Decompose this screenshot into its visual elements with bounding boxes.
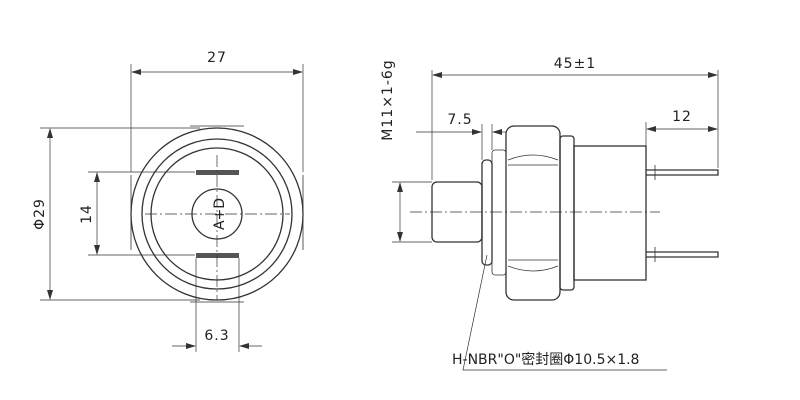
dim-thread-length-label: 7.5 bbox=[447, 112, 472, 128]
terminal-bottom bbox=[196, 253, 239, 258]
seal-leader-line bbox=[462, 254, 667, 371]
dim-width-label: 27 bbox=[207, 50, 227, 66]
hex-nut-facets bbox=[507, 154, 559, 272]
sensor-body bbox=[573, 145, 647, 281]
dim-diameter-label: Φ29 bbox=[32, 198, 48, 230]
terminal-pins bbox=[646, 169, 719, 258]
hex-nut bbox=[505, 125, 561, 301]
dim-pin-spacing-label: 14 bbox=[79, 204, 95, 224]
seal-label: H-NBR"O"密封圈Φ10.5×1.8 bbox=[452, 351, 639, 368]
front-view: A+D 27 Φ29 14 6.3 bbox=[32, 50, 304, 352]
center-marking: A+D bbox=[212, 198, 228, 230]
o-ring-seal bbox=[481, 159, 493, 266]
body-collar bbox=[559, 135, 575, 291]
dim-pin-width-label: 6.3 bbox=[204, 328, 229, 344]
dim-thread-label: M11×1-6g bbox=[380, 59, 396, 140]
inner-ring-outer bbox=[141, 138, 293, 290]
dim-length-label: 45±1 bbox=[554, 56, 596, 72]
seal-groove bbox=[491, 149, 507, 276]
dim-terminal-length-label: 12 bbox=[672, 109, 692, 125]
hex-edge-lines bbox=[130, 125, 304, 303]
terminal-top bbox=[196, 170, 239, 175]
side-view: 45±1 M11×1-6g 7.5 12 H-NBR"O"密封圈Φ10.5×1.… bbox=[380, 56, 719, 371]
